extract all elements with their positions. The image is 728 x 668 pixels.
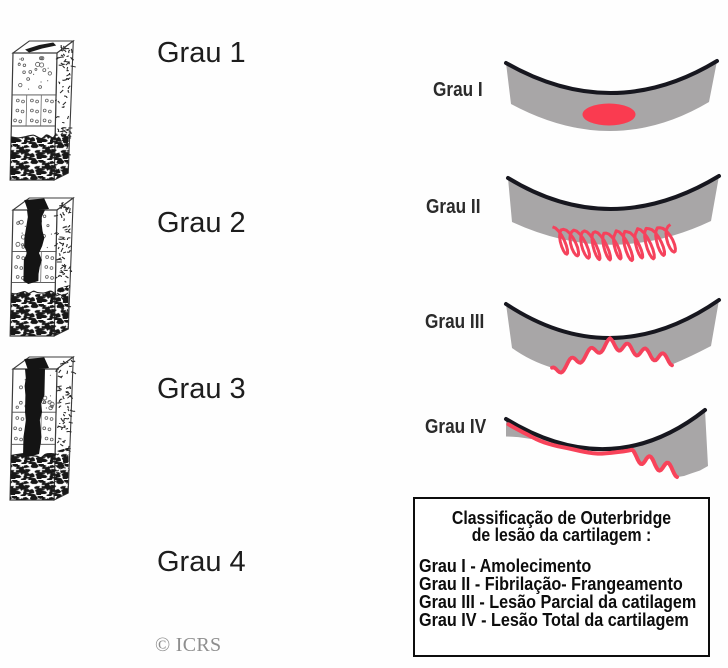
legend-item-grade-3: Grau III - Lesão Parcial da catilagem <box>419 592 697 612</box>
legend-item-grade-2: Grau II - Fibrilação- Frangeamento <box>419 574 683 594</box>
subchondral-line-IV <box>504 408 707 452</box>
legend-title: Classificação de Outerbridge de lesão da… <box>433 508 691 545</box>
grade-4-label: Grau 4 <box>157 546 246 578</box>
subchondral-line-II <box>506 174 721 211</box>
lesion-fibrillation-squiggle <box>551 223 677 263</box>
grade-I-label: Grau I <box>433 79 483 101</box>
legend-item-grade-4: Grau IV - Lesão Total da cartilagem <box>419 610 689 630</box>
icrs-credit: © ICRS <box>155 634 222 656</box>
legend-title-line1: Classificação de Outerbridge <box>451 508 672 528</box>
lesion-softening-spot <box>582 103 636 126</box>
cartilage-wedge-IV <box>632 410 708 477</box>
grade-IV-label: Grau IV <box>425 416 487 438</box>
legend-items: Grau I - Amolecimento Grau II - Fibrilaç… <box>415 557 708 629</box>
lesion-total-redline <box>506 422 679 479</box>
band-grade-IV-illustration <box>504 408 708 479</box>
grade-1-label: Grau 1 <box>157 37 246 69</box>
block-grade-1-illustration <box>9 39 76 181</box>
grade-II-label: Grau II <box>426 196 481 218</box>
grade-2-label: Grau 2 <box>157 207 246 239</box>
grade-III-label: Grau III <box>425 311 485 333</box>
lesion-partial-wave <box>550 336 674 375</box>
classification-legend-box: Classificação de Outerbridge de lesão da… <box>413 497 710 657</box>
grade-3-label: Grau 3 <box>157 373 246 405</box>
band-grade-II-illustration <box>506 174 721 263</box>
legend-item-grade-1: Grau I - Amolecimento <box>419 556 592 576</box>
subchondral-line-I <box>504 59 719 95</box>
block-grade-2-illustration <box>9 196 75 337</box>
band-grade-I-illustration <box>504 59 719 132</box>
block-grade-3-illustration <box>9 355 77 501</box>
legend-title-line2: de lesão da cartilagem : <box>471 525 652 545</box>
band-grade-III-illustration <box>504 298 721 375</box>
cartilage-band-I <box>506 61 717 132</box>
